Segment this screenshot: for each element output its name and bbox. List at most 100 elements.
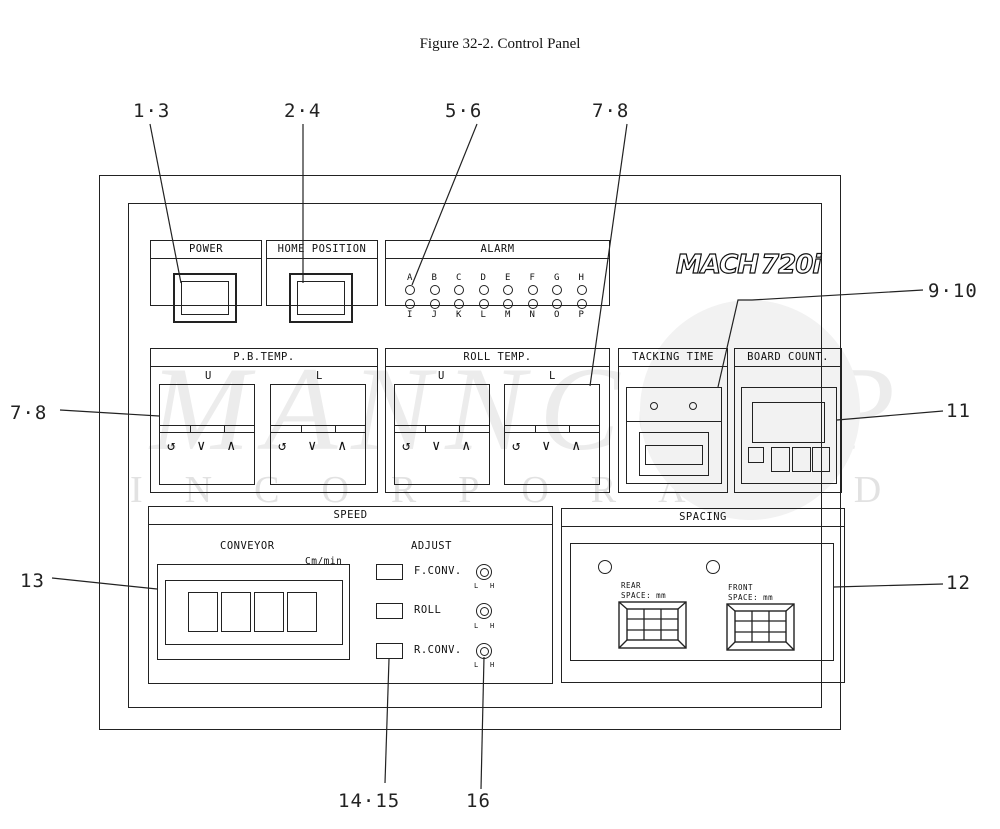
callout-5-6: 5·6 [445,100,483,122]
logo-brand: MACH [675,249,759,280]
callout-2-4: 2·4 [284,100,322,122]
conveyor-speed-display [157,564,350,660]
alarm-label-i: I [407,310,413,320]
pb-temp-upper-controller-bar-top [159,425,255,426]
roll-temp-lower-controller-down-key[interactable]: ∨ [542,438,551,454]
tacking-time-timer [626,387,722,484]
leader-12 [833,583,944,588]
front-space-indicator [706,560,720,574]
bevel-br [785,641,795,651]
home-position-title: HOME POSITION [267,241,377,259]
roll-temp-section: ROLL TEMP. [385,348,610,493]
roll-knob[interactable] [476,603,492,619]
figure-caption: Figure 32-2. Control Panel [419,36,581,52]
callout-13: 13 [20,570,45,592]
power-button[interactable] [173,273,237,323]
rear-space-label: REAR [621,581,642,590]
pb-temp-lower-controller-bar-div2 [335,425,336,432]
alarm-label-a: A [407,273,413,283]
conveyor-digit-4 [287,592,317,632]
tacking-time-section: TACKING TIME [618,348,728,493]
roll-temp-upper-label: U [438,370,445,382]
pb-temp-upper-controller-bar-bottom [159,432,255,433]
pb-temp-lower-label: L [316,370,323,382]
callout-14-15: 14·15 [338,790,401,812]
callout-9-10: 9·10 [928,280,978,302]
bevel-tr [677,601,687,610]
pb-temp-title: P.B.TEMP. [151,349,377,367]
roll-temp-lower-controller-body [504,384,600,485]
roll-switch[interactable] [376,603,403,619]
alarm-label-l: L [480,310,487,320]
alarm-label-b: B [431,273,438,283]
r-conv-knob[interactable] [476,643,492,659]
alarm-led-h [576,285,587,295]
alarm-label-p: P [578,310,585,320]
leader-11 [836,410,944,421]
alarm-label-k: K [456,310,462,320]
f-conv-low: L [474,582,479,590]
front-space-thumbwheel-graphic[interactable] [726,603,796,653]
callout-7-8-left: 7·8 [10,402,48,424]
alarm-label-e: E [505,273,511,283]
alarm-label-g: G [554,273,560,283]
pb-temp-lower-controller-down-key[interactable]: ∨ [308,438,317,454]
roll-temp-upper-controller-display [394,384,490,425]
rear-space-thumbwheel-graphic[interactable] [618,601,688,651]
alarm-led-c [454,285,464,295]
roll-temp-lower-controller-up-key[interactable]: ∧ [572,438,581,454]
f-conv-knob[interactable] [476,564,492,580]
alarm-led-p [576,299,587,309]
alarm-label-d: D [480,273,487,283]
board-count-digit-3 [812,447,830,472]
alarm-label-j: J [431,310,438,320]
tacking-timer-indicator-right [689,402,697,410]
roll-temp-upper-controller-bar-top [394,425,490,426]
board-count-digit-1 [771,447,790,472]
pb-temp-upper-controller-down-key[interactable]: ∨ [197,438,206,454]
tacking-timer-window [639,432,709,476]
pb-temp-lower-controller-mode-key[interactable]: ↺ [278,438,287,454]
roll-temp-upper-controller-mode-key[interactable]: ↺ [402,438,411,454]
thumbwheel-outer [726,603,795,651]
callout-12: 12 [946,572,971,594]
roll-temp-upper-controller-body [394,384,490,485]
home-position-button-inner [297,281,345,315]
conveyor-unit: Cm/min [305,556,343,567]
board-count-title: BOARD COUNT. [735,349,841,367]
roll-temp-upper-controller-up-key[interactable]: ∧ [462,438,471,454]
roll-temp-lower-controller-mode-key[interactable]: ↺ [512,438,521,454]
board-counter [741,387,837,484]
pb-temp-section: P.B.TEMP. [150,348,378,493]
alarm-led-n [527,299,538,309]
tacking-timer-display [645,445,703,465]
logo-model: 720i [760,249,821,280]
roll-temp-lower-controller-bar-bottom [504,432,600,433]
roll-temp-lower-controller-bar-div2 [569,425,570,432]
alarm-label-n: N [529,310,536,320]
home-position-button[interactable] [289,273,353,323]
tacking-timer-divider [626,421,722,422]
f-conv-switch[interactable] [376,564,403,580]
r-conv-switch[interactable] [376,643,403,659]
pb-temp-lower-controller-up-key[interactable]: ∧ [338,438,347,454]
conveyor-label: CONVEYOR [220,540,275,552]
roll-temp-title: ROLL TEMP. [386,349,609,367]
pb-temp-upper-controller-mode-key[interactable]: ↺ [167,438,176,454]
board-count-reset-button[interactable] [748,447,764,463]
tacking-time-title: TACKING TIME [619,349,727,367]
roll-temp-lower-controller-bar-div1 [535,425,536,432]
roll-temp-upper-controller-down-key[interactable]: ∨ [432,438,441,454]
bevel-tl [618,601,628,610]
callout-16: 16 [466,790,491,812]
roll-temp-upper-controller-bar-bottom [394,432,490,433]
alarm-led-e [503,285,513,295]
f-conv-high: H [490,582,495,590]
bevel-tl [726,603,736,612]
pb-temp-upper-controller-up-key[interactable]: ∧ [227,438,236,454]
bevel-tr [785,603,795,612]
home-position-section: HOME POSITION [266,240,378,306]
callout-11: 11 [946,400,971,422]
front-space-label: FRONT [728,583,754,592]
front-space-unit: SPACE: mm [728,593,774,602]
